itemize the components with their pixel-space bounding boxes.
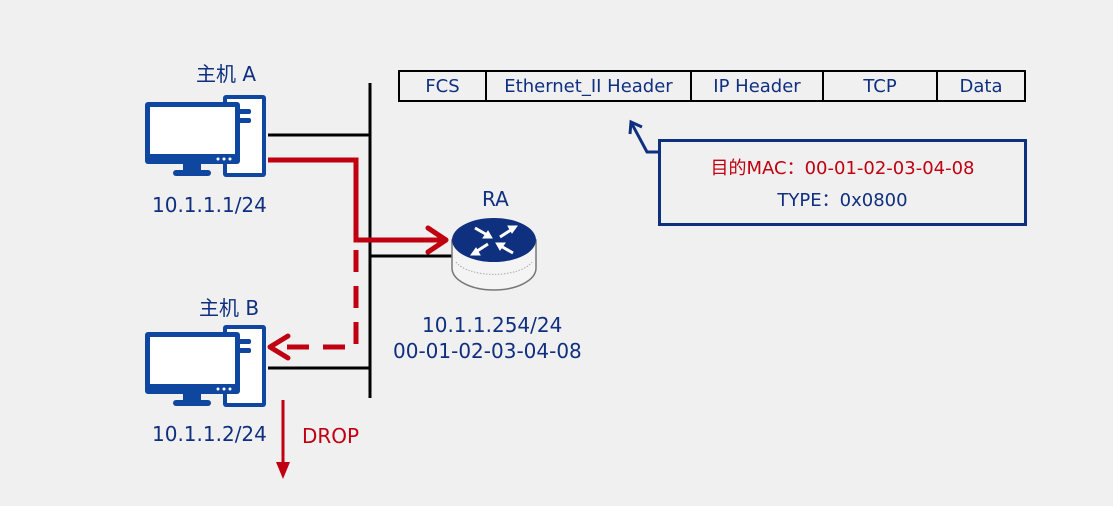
callout-pointer [630, 123, 658, 154]
host-a-name: 主机 A [196, 62, 257, 86]
type-text: TYPE：0x0800 [777, 189, 908, 211]
host-a-computer-icon[interactable] [145, 95, 266, 177]
host-b-name: 主机 B [199, 296, 260, 320]
host-a-ip: 10.1.1.1/24 [152, 193, 267, 217]
callout-arrowhead-icon [628, 119, 643, 135]
drop-arrowhead-icon [276, 462, 290, 479]
dest-mac-text: 目的MAC：00-01-02-03-04-08 [710, 157, 975, 179]
header-info-callout: 目的MAC：00-01-02-03-04-08 TYPE：0x0800 [658, 139, 1027, 226]
forward-path-dashed-arrow [270, 250, 359, 350]
frame-field-tcp: TCP [824, 72, 938, 100]
drop-label: DROP [302, 424, 360, 448]
router-ip: 10.1.1.254/24 [422, 313, 563, 337]
send-arrowhead-icon [425, 225, 449, 255]
frame-field-ethernet-header: Ethernet_II Header [487, 72, 692, 100]
router-name: RA [482, 187, 509, 211]
frame-field-ip-header: IP Header [692, 72, 824, 100]
host-b-computer-icon[interactable] [145, 325, 266, 407]
router-icon[interactable] [451, 218, 537, 291]
host-b-ip: 10.1.1.2/24 [152, 422, 267, 446]
router-mac: 00-01-02-03-04-08 [393, 339, 582, 363]
frame-field-fcs: FCS [400, 72, 487, 100]
ethernet-frame: FCS Ethernet_II Header IP Header TCP Dat… [398, 70, 1026, 102]
frame-field-data: Data [959, 75, 1003, 97]
forward-arrowhead-icon [267, 333, 291, 361]
send-path-arrow [268, 157, 446, 243]
